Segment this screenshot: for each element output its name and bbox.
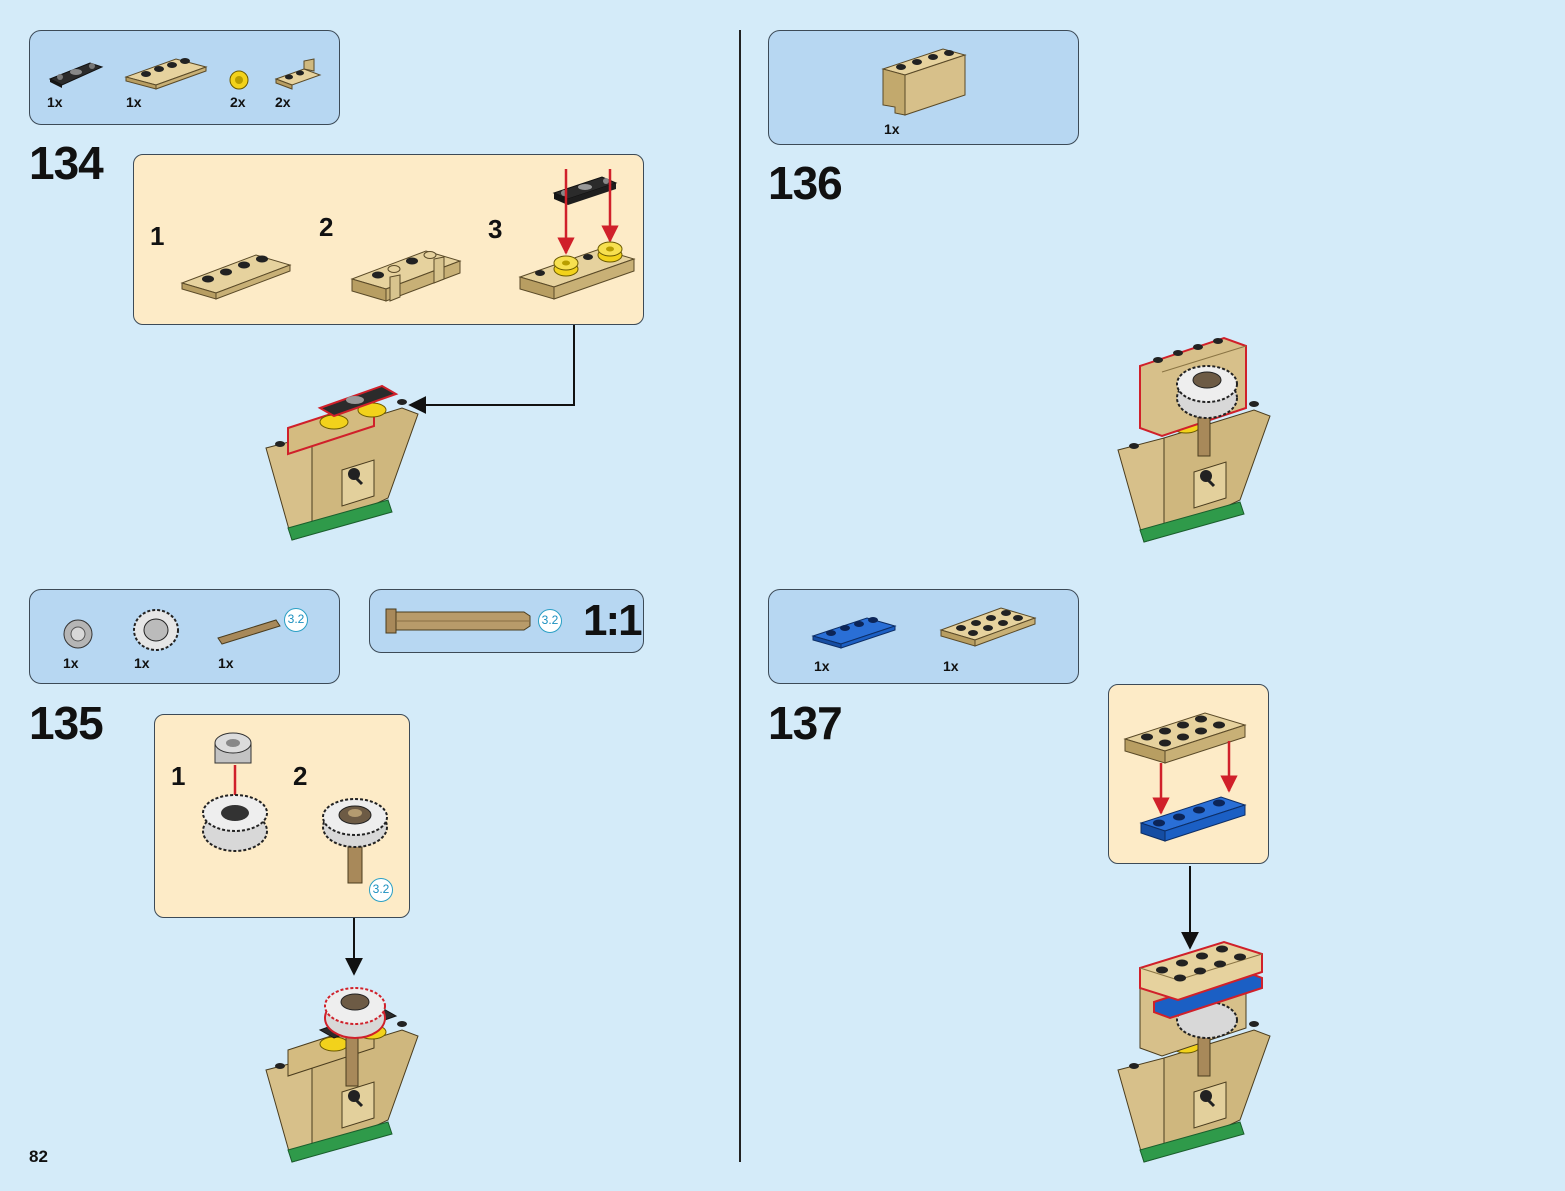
tan-plate-1x4-icon <box>124 58 208 90</box>
black-technic-beam-icon <box>48 62 104 88</box>
part-qty: 1x <box>126 94 142 110</box>
part-qty: 1x <box>218 655 234 671</box>
grey-wheel-hub-icon <box>63 619 93 649</box>
callout-arrow <box>408 325 575 414</box>
blue-plate-1x4-icon <box>811 617 897 649</box>
step-number: 136 <box>768 157 843 209</box>
black-tire-icon <box>133 609 179 651</box>
model-step-137 <box>1117 940 1271 1163</box>
tan-plate-1x4-illustration <box>180 254 292 300</box>
substep-number: 3 <box>488 214 503 244</box>
step-number: 137 <box>768 697 843 749</box>
length-badge: 3.2 <box>284 608 308 632</box>
substep-number: 2 <box>319 212 334 242</box>
substep-number: 2 <box>293 761 308 791</box>
scale-label: 1:1 <box>583 596 643 645</box>
substep-number: 1 <box>171 761 186 791</box>
tan-panel-1x4-icon <box>881 48 967 116</box>
step-135-parts-box: 1x 1x 3.2 1x <box>29 589 340 684</box>
wheel-on-axle-illustration <box>322 798 388 884</box>
length-badge: 3.2 <box>538 609 562 633</box>
callout-arrow <box>1181 866 1199 950</box>
length-badge: 3.2 <box>369 878 393 902</box>
model-step-136 <box>1117 336 1271 543</box>
model-step-135 <box>265 987 419 1163</box>
axle-actual-size-icon <box>385 608 531 634</box>
part-qty: 1x <box>63 655 79 671</box>
step-134-parts-box: 1x 1x 2x 2x <box>29 30 340 125</box>
part-qty: 1x <box>884 121 900 137</box>
part-qty: 1x <box>134 655 150 671</box>
beam-and-bush-assembly-illustration <box>518 169 636 300</box>
model-step-134 <box>265 384 419 541</box>
part-qty: 1x <box>943 658 959 674</box>
scale-reference-box: 3.2 1:1 <box>369 589 644 653</box>
tan-axle-icon <box>217 619 281 645</box>
part-qty: 2x <box>230 94 246 110</box>
step-137-parts-box: 1x 1x <box>768 589 1079 684</box>
tan-bracket-plate-icon <box>274 58 322 90</box>
step-137-subassembly <box>1108 684 1269 864</box>
step-134-subassembly: 1 2 3 <box>133 154 644 325</box>
page-divider <box>739 30 741 1162</box>
tan-plate-with-brackets-illustration <box>350 250 462 302</box>
substep-number: 1 <box>150 221 165 251</box>
hub-into-tire-illustration <box>202 732 268 852</box>
tan-plate-onto-blue-plate-illustration <box>1123 712 1247 842</box>
yellow-bush-icon <box>229 70 249 90</box>
part-qty: 2x <box>275 94 291 110</box>
callout-arrow <box>345 918 363 976</box>
part-qty: 1x <box>47 94 63 110</box>
step-number: 134 <box>29 137 104 189</box>
page-number: 82 <box>29 1147 48 1166</box>
step-number: 135 <box>29 697 104 749</box>
tan-plate-2x4-icon <box>939 607 1037 647</box>
part-qty: 1x <box>814 658 830 674</box>
step-135-subassembly: 1 2 3.2 <box>154 714 410 918</box>
step-136-parts-box: 1x <box>768 30 1079 145</box>
